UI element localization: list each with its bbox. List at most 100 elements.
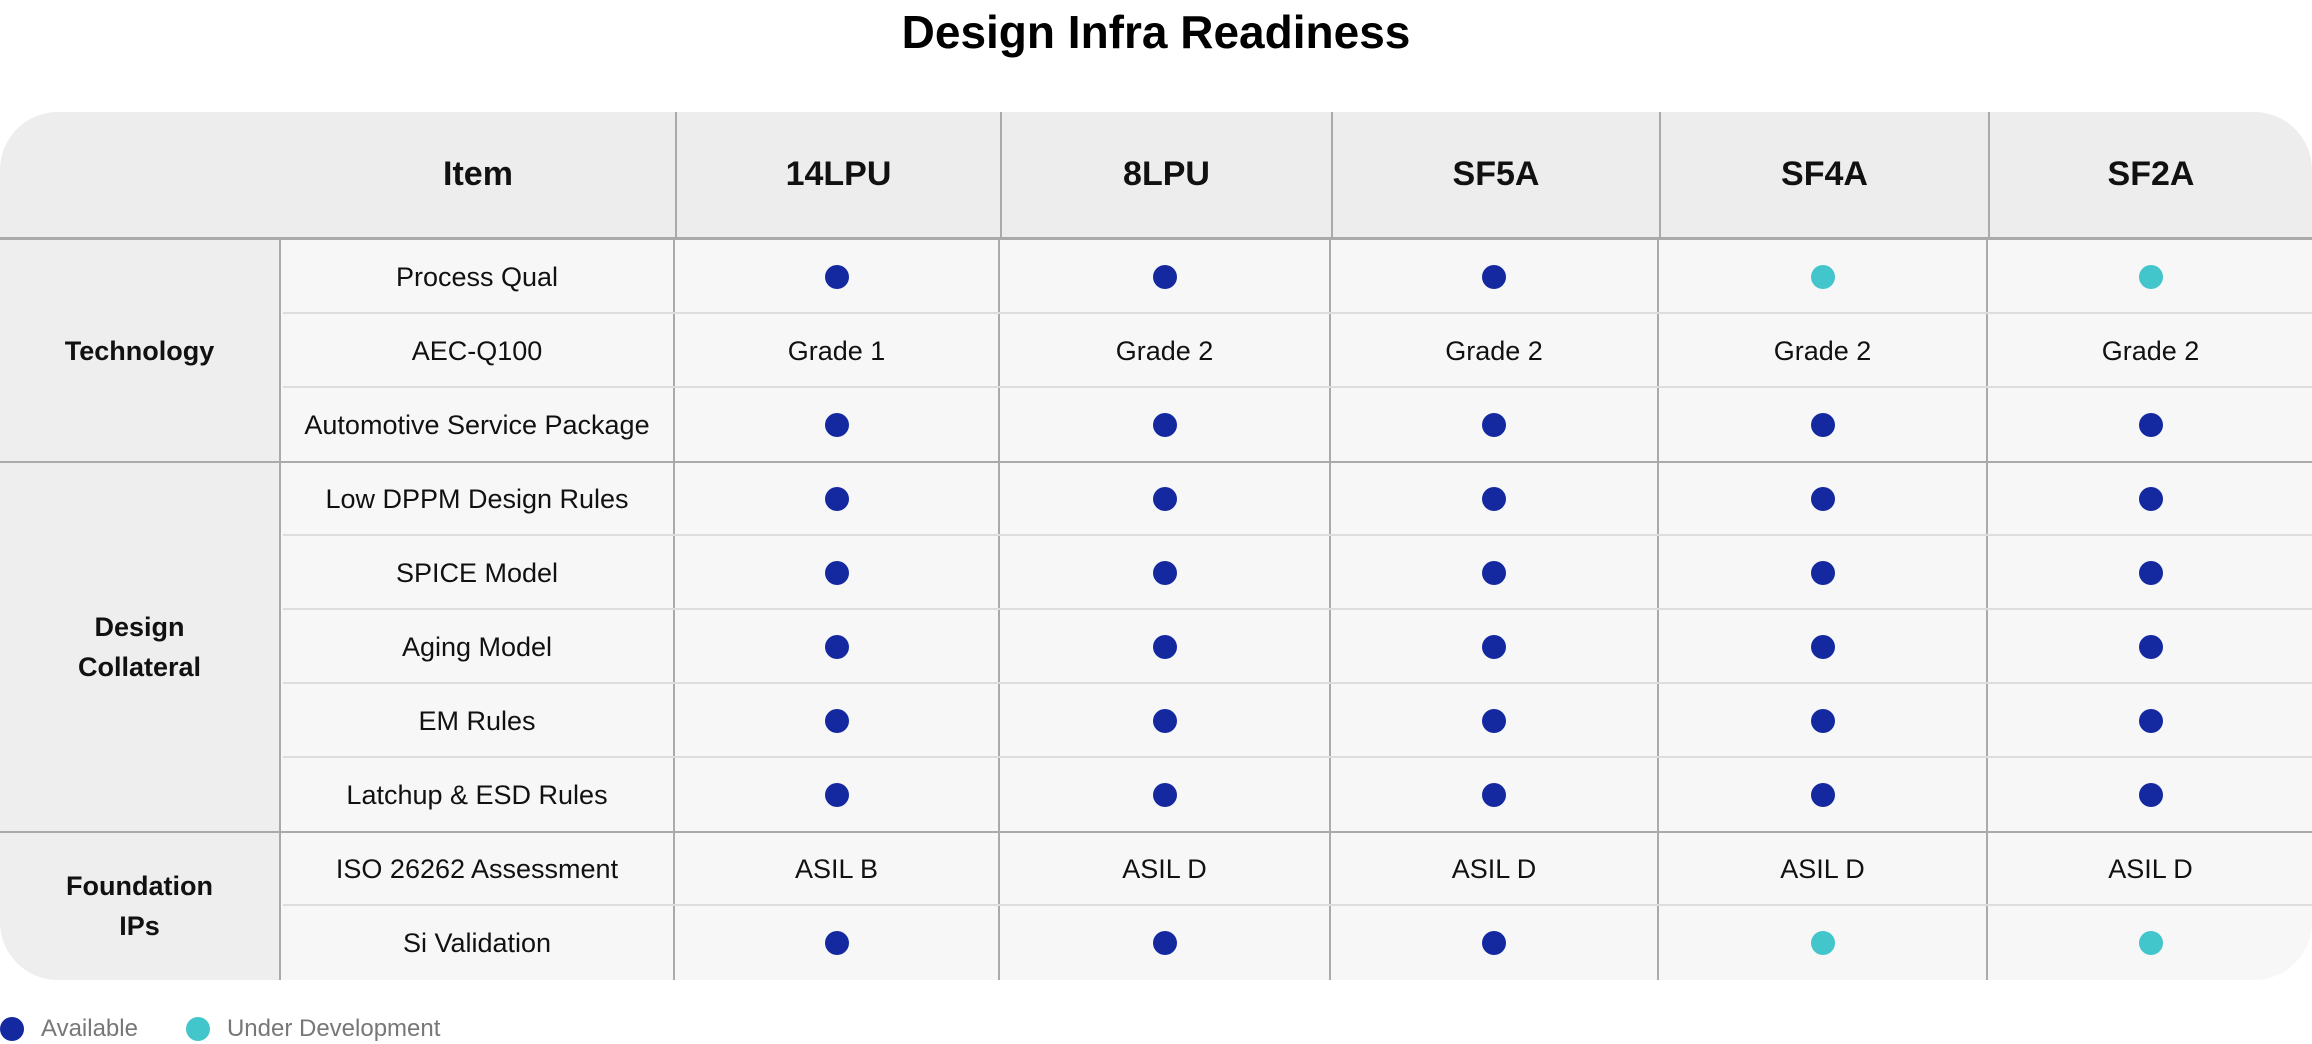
available-dot-icon	[1482, 487, 1506, 511]
cell-value: Grade 2	[1115, 335, 1214, 366]
cell-sf2a: ASIL D	[1988, 832, 2312, 906]
available-dot-icon	[1810, 709, 1835, 733]
item-label: Process Qual	[281, 240, 675, 314]
cell-sf2a	[1988, 388, 2312, 462]
under-development-dot-icon	[2138, 265, 2163, 289]
cell-value: Grade 2	[2101, 335, 2200, 366]
row-divider	[283, 608, 2312, 610]
cell-sf2a	[1988, 536, 2312, 610]
group-design-collateral: Design Collateral	[0, 462, 281, 832]
row-divider	[283, 534, 2312, 536]
cell-14lpu	[675, 906, 1000, 980]
group-label: Foundation IPs	[66, 871, 213, 941]
available-dot-icon	[1152, 783, 1177, 807]
header-item: Item	[443, 155, 513, 193]
cell-sf4a: Grade 2	[1659, 314, 1988, 388]
cell-14lpu	[675, 536, 1000, 610]
cell-8lpu	[1000, 684, 1331, 758]
readiness-table: Item 14LPU 8LPU SF5A SF4A SF2A Technolog…	[0, 112, 2312, 980]
cell-value: ASIL D	[1780, 853, 1865, 884]
cell-sf4a	[1659, 462, 1988, 536]
cell-sf5a	[1331, 462, 1659, 536]
cell-8lpu	[1000, 462, 1331, 536]
cell-sf2a	[1988, 240, 2312, 314]
cell-sf5a	[1331, 610, 1659, 684]
available-dot-icon	[2138, 709, 2163, 733]
item-label: Automotive Service Package	[281, 388, 675, 462]
cell-value: ASIL D	[2108, 853, 2193, 884]
cell-8lpu	[1000, 240, 1331, 314]
cell-8lpu	[1000, 388, 1331, 462]
available-dot-icon	[824, 265, 849, 289]
header-col-sf4a: SF4A	[1659, 112, 1988, 237]
under-development-dot-icon	[1810, 265, 1835, 289]
cell-8lpu	[1000, 610, 1331, 684]
cell-value: ASIL D	[1122, 853, 1207, 884]
group-divider	[0, 461, 2312, 463]
header-col-sf5a: SF5A	[1331, 112, 1659, 237]
available-dot-icon	[0, 1017, 24, 1041]
available-dot-icon	[1152, 635, 1177, 659]
available-dot-icon	[1810, 487, 1835, 511]
header-col-8lpu: 8LPU	[1000, 112, 1331, 237]
cell-8lpu	[1000, 906, 1331, 980]
cell-sf4a: ASIL D	[1659, 832, 1988, 906]
item-label: EM Rules	[281, 684, 675, 758]
table-row: Low DPPM Design Rules	[281, 462, 2312, 536]
cell-sf4a	[1659, 610, 1988, 684]
cell-sf4a	[1659, 758, 1988, 832]
available-dot-icon	[1482, 709, 1506, 733]
table-row: AEC-Q100 Grade 1 Grade 2 Grade 2 Grade 2 Grad…	[281, 314, 2312, 388]
available-dot-icon	[1482, 561, 1506, 585]
available-dot-icon	[824, 487, 849, 511]
available-dot-icon	[1152, 561, 1177, 585]
item-label: SPICE Model	[281, 536, 675, 610]
cell-sf5a	[1331, 240, 1659, 314]
available-dot-icon	[1810, 635, 1835, 659]
available-dot-icon	[824, 931, 849, 955]
row-divider	[283, 682, 2312, 684]
available-dot-icon	[2138, 783, 2163, 807]
cell-value: Grade 2	[1445, 335, 1543, 366]
available-dot-icon	[2138, 561, 2163, 585]
available-dot-icon	[1482, 783, 1506, 807]
legend-item-available: Available	[0, 1015, 138, 1043]
cell-14lpu	[675, 610, 1000, 684]
item-label: Si Validation	[281, 906, 675, 980]
cell-sf5a	[1331, 684, 1659, 758]
item-label: Latchup & ESD Rules	[281, 758, 675, 832]
available-dot-icon	[1810, 413, 1835, 437]
available-dot-icon	[824, 413, 849, 437]
cell-14lpu	[675, 240, 1000, 314]
available-dot-icon	[1810, 783, 1835, 807]
row-divider	[283, 386, 2312, 388]
group-label: Design Collateral	[77, 612, 202, 682]
cell-sf4a	[1659, 906, 1988, 980]
cell-value: ASIL D	[1451, 853, 1537, 884]
table-row: Process Qual	[281, 240, 2312, 314]
legend-label: Available	[41, 1015, 138, 1042]
cell-sf5a	[1331, 758, 1659, 832]
table-row: Si Validation	[281, 906, 2312, 980]
cell-8lpu	[1000, 758, 1331, 832]
table-row: EM Rules	[281, 684, 2312, 758]
table-row: SPICE Model	[281, 536, 2312, 610]
under-development-dot-icon	[185, 1017, 210, 1041]
under-development-dot-icon	[2138, 931, 2163, 955]
cell-14lpu: Grade 1	[675, 314, 1000, 388]
table-row: Latchup & ESD Rules	[281, 758, 2312, 832]
header-col-sf2a: SF2A	[1988, 112, 2312, 237]
available-dot-icon	[824, 561, 849, 585]
cell-sf4a	[1659, 240, 1988, 314]
cell-sf4a	[1659, 536, 1988, 610]
available-dot-icon	[1152, 265, 1177, 289]
cell-14lpu	[675, 684, 1000, 758]
table-row: Automotive Service Package	[281, 388, 2312, 462]
cell-14lpu	[675, 388, 1000, 462]
row-divider	[283, 312, 2312, 314]
under-development-dot-icon	[1810, 931, 1835, 955]
cell-sf2a	[1988, 758, 2312, 832]
cell-value: Grade 1	[787, 335, 886, 366]
item-label: AEC-Q100	[281, 314, 675, 388]
cell-sf2a: Grade 2	[1988, 314, 2312, 388]
